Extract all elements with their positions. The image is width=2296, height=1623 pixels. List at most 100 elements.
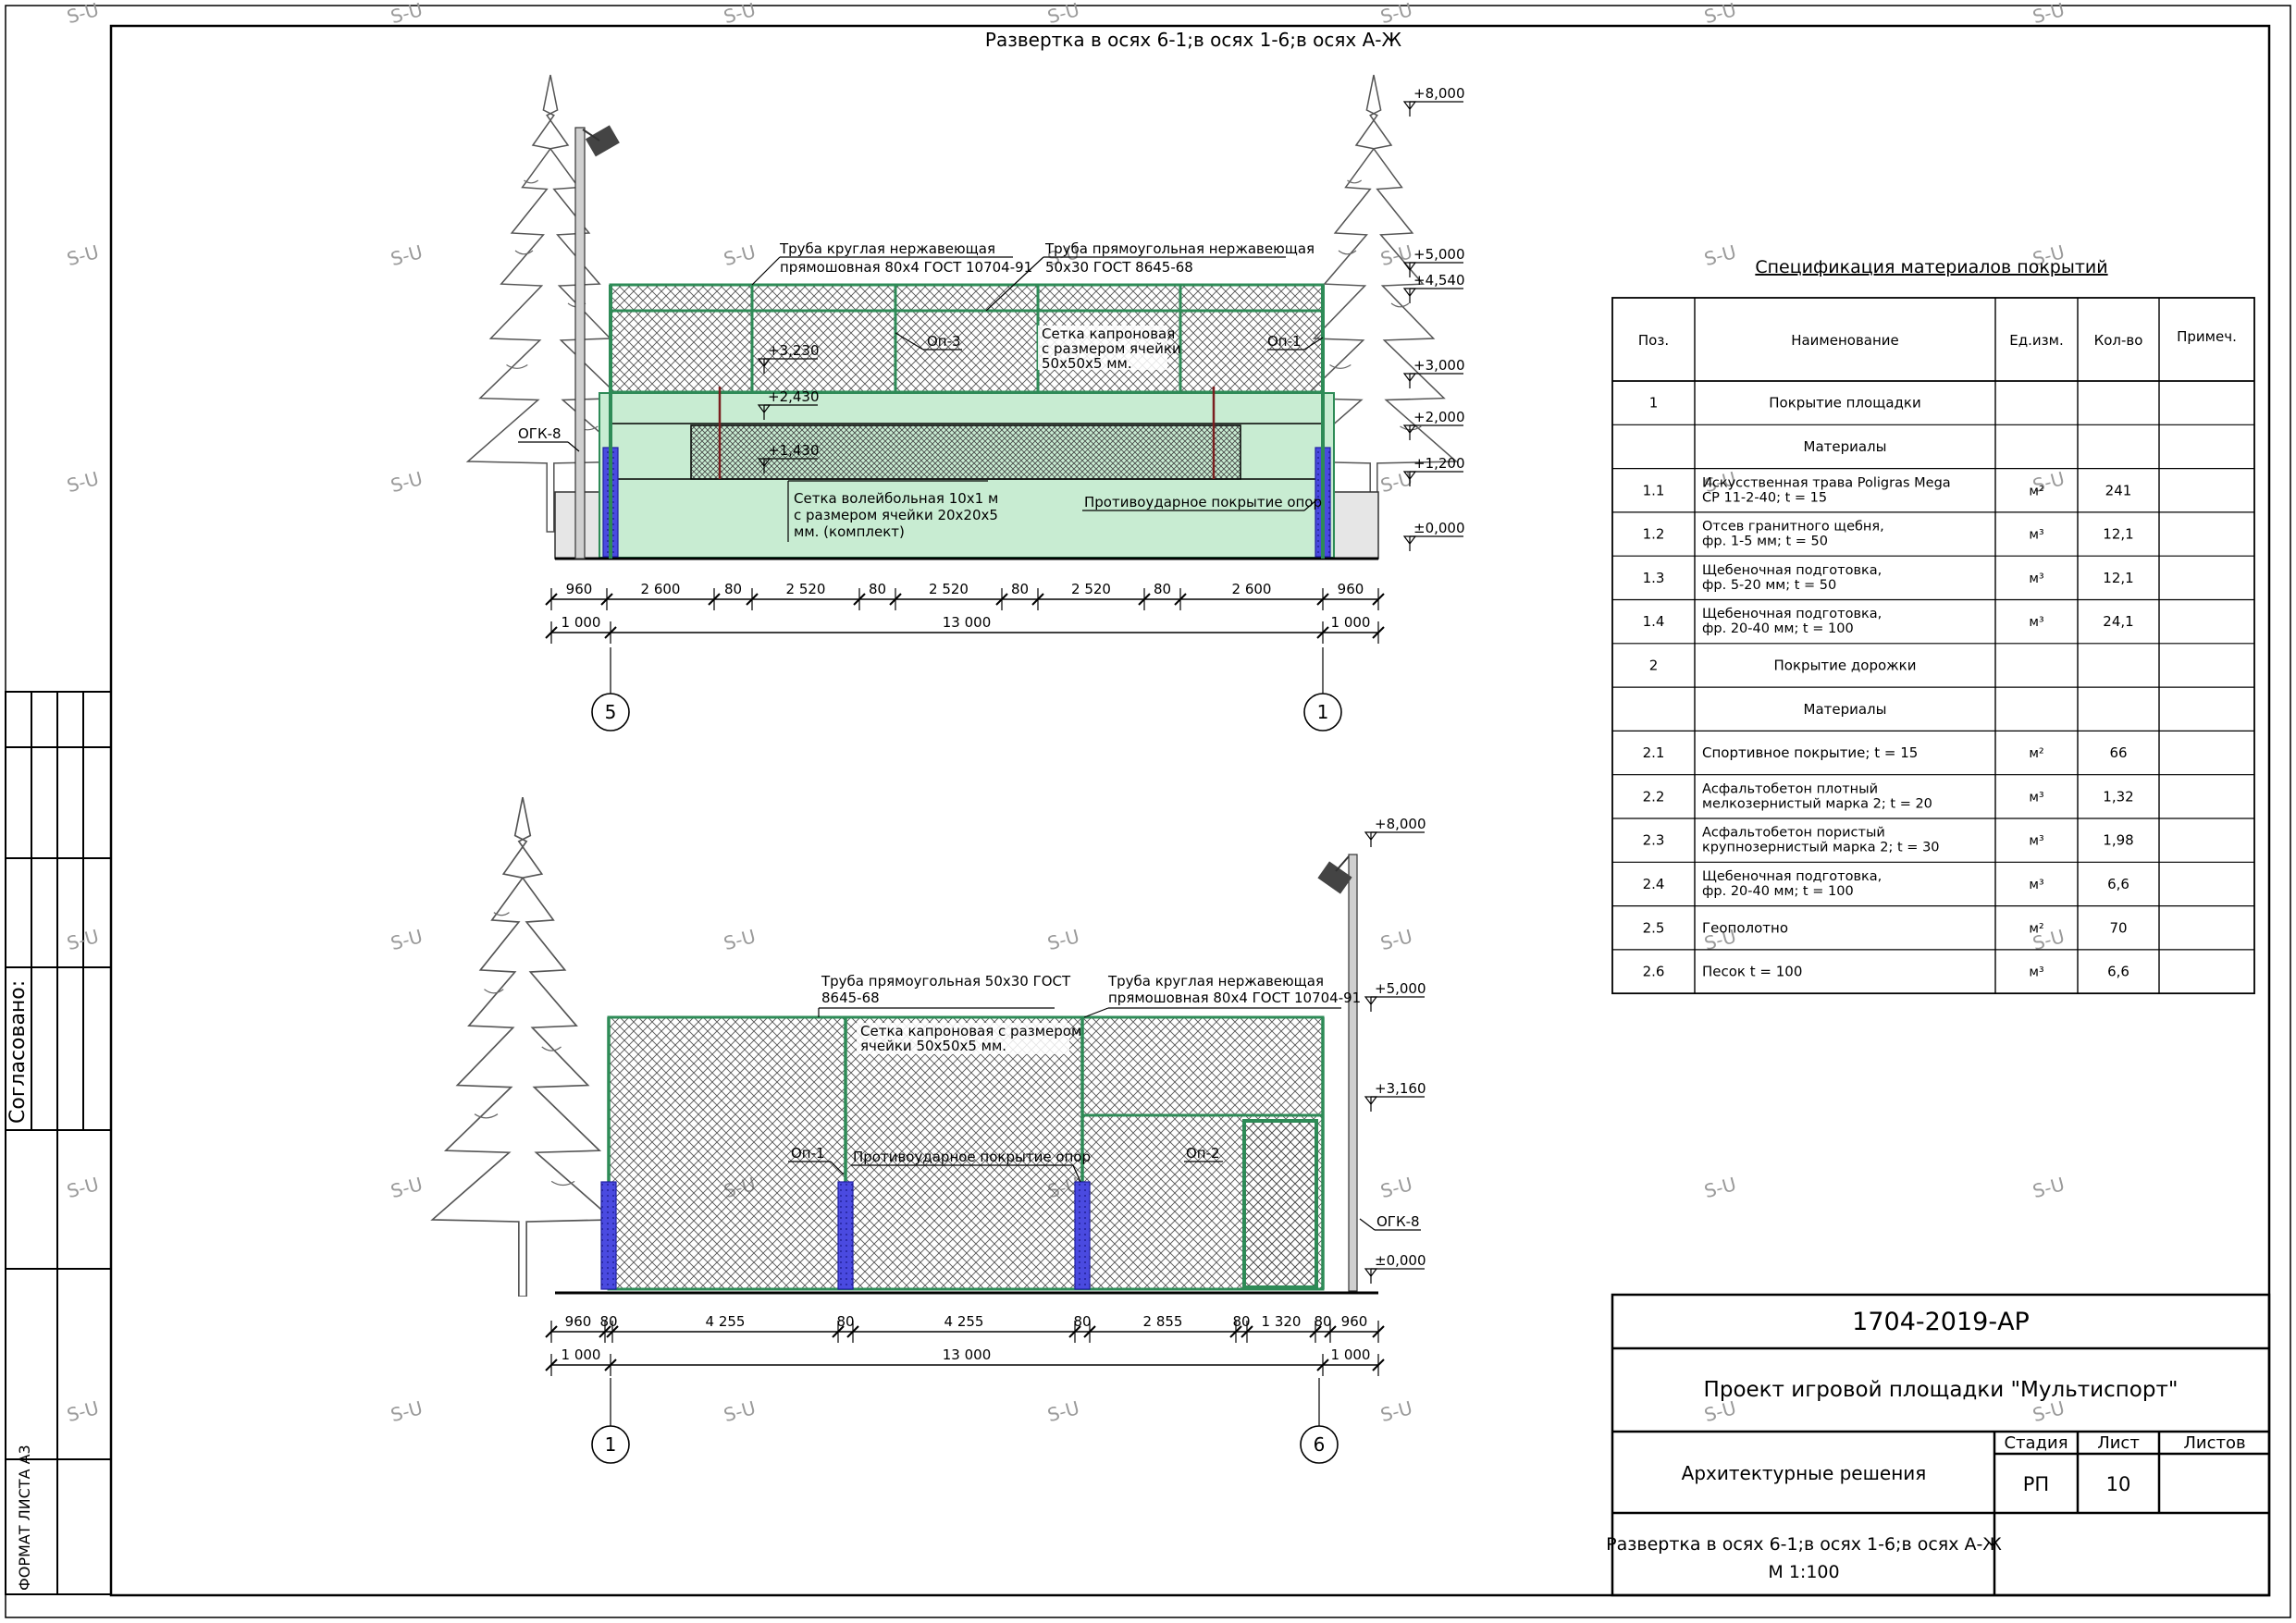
axis-label: 6	[1314, 1433, 1326, 1456]
dimension-label: 960	[566, 581, 593, 597]
spec-unit: м³	[2029, 572, 2043, 586]
note-ogk-2: ОГК-8	[1376, 1213, 1420, 1230]
spec-qty: 241	[2105, 482, 2132, 498]
spec-name: Материалы	[1804, 701, 1887, 718]
axis-bubble	[1303, 693, 1342, 732]
spec-name: крупнозернистый марка 2; t = 30	[1702, 841, 1940, 855]
watermark: S-U	[1702, 240, 1739, 270]
watermark: S-U	[722, 240, 759, 270]
stamp-section: Архитектурные решения	[1682, 1462, 1927, 1484]
watermark: S-U	[1378, 1173, 1415, 1202]
note-pipe-round-2a: Труба круглая нержавеющая	[1107, 973, 1324, 990]
left-margin-grid	[5, 691, 112, 1595]
spec-qty: 6,6	[2107, 964, 2129, 980]
note-net-1c: 50х50х5 мм.	[1042, 355, 1132, 372]
spec-pos: 1.1	[1643, 482, 1665, 498]
spec-name: фр. 20-40 мм; t = 100	[1702, 884, 1854, 899]
note-op1-2: Оп-1	[791, 1145, 825, 1162]
spec-name: Щебеночная подготовка,	[1702, 869, 1882, 884]
spec-pos: 1.2	[1643, 526, 1665, 543]
level-label: +3,000	[1413, 357, 1465, 374]
watermark: S-U	[389, 240, 426, 270]
spec-unit: м²	[2029, 746, 2043, 761]
spec-pos: 2.2	[1643, 788, 1665, 805]
watermark: S-U	[1702, 0, 1739, 28]
watermark: S-U	[65, 467, 102, 497]
level-marks-1: +8,000+5,000+4,540+3,000+2,000+1,200±0,0…	[1402, 85, 1465, 551]
dimension-label: 80	[1314, 1313, 1331, 1330]
axis-bubble	[591, 693, 630, 732]
spec-name: Щебеночная подготовка,	[1702, 563, 1882, 578]
spec-qty: 66	[2109, 744, 2127, 761]
watermark: S-U	[722, 0, 759, 28]
light-pole-1	[574, 127, 586, 559]
volleyball-net	[690, 424, 1241, 480]
axis-label: 5	[605, 701, 617, 723]
spec-header: Примеч.	[2177, 328, 2237, 345]
impact-covers-2	[600, 1181, 1091, 1290]
spec-unit: м³	[2029, 615, 2043, 630]
spec-header: Поз.	[1638, 332, 1669, 349]
dimension-label: 80	[1011, 581, 1029, 597]
level-label: +1,430	[768, 442, 820, 459]
spec-qty: 70	[2109, 919, 2127, 936]
spec-unit: м²	[2029, 921, 2043, 936]
dimension-label: 80	[599, 1313, 617, 1330]
watermark: S-U	[389, 925, 426, 954]
spec-header: Ед.изм.	[2009, 332, 2063, 349]
level-label: +8,000	[1375, 816, 1426, 832]
spec-name: Асфальтобетон плотный	[1702, 781, 1878, 796]
watermark: S-U	[722, 925, 759, 954]
stamp-stage-label: Стадия	[2004, 1433, 2068, 1453]
dimension-label: 2 600	[1232, 581, 1272, 597]
level-label: +5,000	[1413, 246, 1465, 263]
dimension-label: 2 600	[641, 581, 681, 597]
watermark: S-U	[1378, 925, 1415, 954]
note-pipe-round-1a: Труба круглая нержавеющая	[779, 240, 995, 257]
dimension-label: 2 520	[1071, 581, 1111, 597]
spec-unit: м²	[2029, 484, 2043, 498]
level-label: +1,200	[1413, 455, 1465, 472]
spec-qty: 6,6	[2107, 876, 2129, 892]
note-impact-1: Противоударное покрытие опор	[1084, 494, 1322, 510]
watermark: S-U	[1702, 1173, 1739, 1202]
watermark: S-U	[1378, 240, 1415, 270]
spec-pos: 1.4	[1643, 613, 1665, 630]
spec-name: Искусственная трава Poligras Mega	[1702, 475, 1951, 490]
level-marks-2: +8,000+5,000+3,160±0,000	[1364, 816, 1426, 1284]
axis-bubble	[1300, 1425, 1339, 1464]
dimension-label: 13 000	[943, 614, 992, 631]
level-label: ±0,000	[1413, 520, 1465, 536]
watermark: S-U	[389, 0, 426, 28]
spec-unit: м³	[2029, 878, 2043, 892]
spec-name: Покрытие площадки	[1769, 395, 1920, 412]
note-net-2a: Сетка капроновая с размером	[860, 1023, 1081, 1039]
watermark: S-U	[389, 1173, 426, 1202]
dimension-label: 1 000	[562, 1346, 601, 1363]
note-net-2b: ячейки 50х50х5 мм.	[860, 1038, 1006, 1054]
spec-header: Наименование	[1791, 332, 1899, 349]
spec-title: Спецификация материалов покрытий	[1755, 257, 2107, 277]
note-pipe-rect-2b: 8645-68	[821, 990, 880, 1006]
note-op3: Оп-3	[927, 333, 961, 350]
watermark: S-U	[389, 467, 426, 497]
note-pipe-rect-1b: 50х30 ГОСТ 8645-68	[1045, 259, 1193, 276]
spec-name: Щебеночная подготовка,	[1702, 607, 1882, 621]
dimension-label: 80	[1154, 581, 1171, 597]
spec-name: Материалы	[1804, 438, 1887, 455]
watermark: S-U	[1378, 1396, 1415, 1426]
level-label: +5,000	[1375, 980, 1426, 997]
watermark: S-U	[1045, 925, 1082, 954]
note-impact-2: Противоударное покрытие опор	[853, 1149, 1091, 1165]
spec-pos: 2.6	[1643, 964, 1665, 980]
axis-bubble	[591, 1425, 630, 1464]
stamp-stage: РП	[2023, 1473, 2049, 1495]
spec-pos: 2	[1649, 657, 1659, 673]
notes-1: Труба круглая нержавеющая прямошовная 80…	[518, 240, 1324, 542]
stamp-sheet-label: Лист	[2097, 1433, 2140, 1453]
notes-2: Труба прямоугольная 50х30 ГОСТ 8645-68 Т…	[788, 973, 1421, 1231]
note-volley-1b: с размером ячейки 20х20х5	[794, 507, 998, 523]
